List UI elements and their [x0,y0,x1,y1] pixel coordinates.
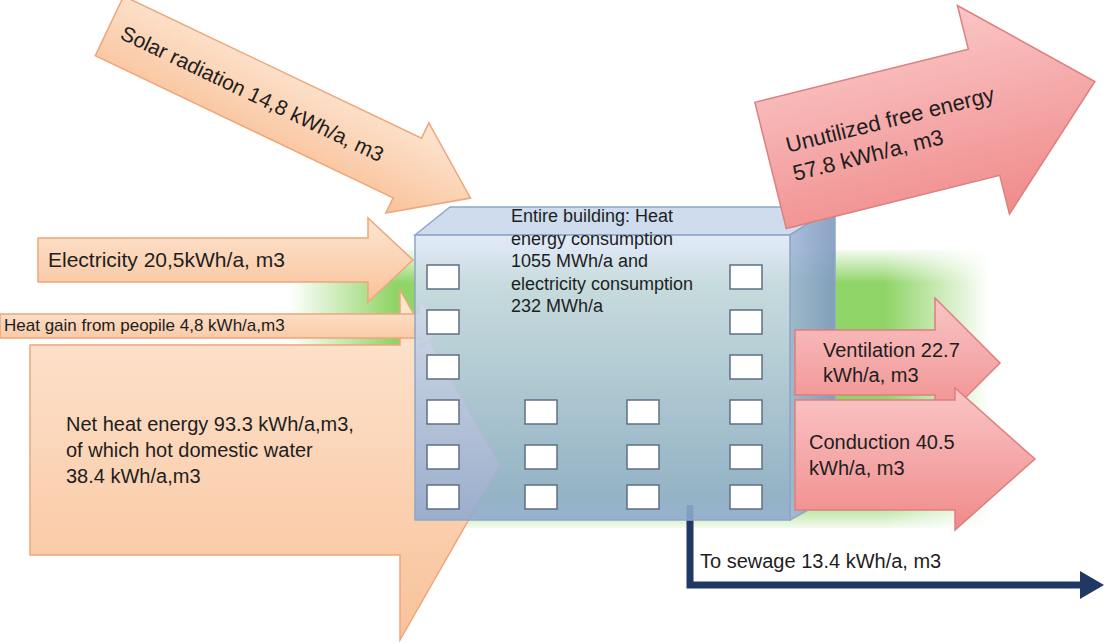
flow-label: To sewage 13.4 kWh/a, m3 [700,550,941,573]
flow-text: Electricity 20,5kWh/a, m3 [48,247,368,272]
window [427,355,459,379]
text-area: Ventilation 22.7 kWh/a, m3 [823,330,973,395]
text-area: Solar radiation 14,8 kWh/a, m3 [108,2,425,199]
window [525,485,557,509]
text-area: Heat gain from peopile 4,8 kWh/a,m3 [4,314,420,338]
input-arrow: Electricity 20,5kWh/a, m3 [38,218,413,302]
flow-text: Conduction 40.5 kWh/a, m3 [809,429,961,481]
arrow-outline [88,0,492,243]
flow-text: Net heat energy 93.3 kWh/a,m3, of which … [66,411,356,489]
window [525,400,557,424]
window [427,265,459,289]
window [427,485,459,509]
output-arrow: Unutilized free energy 57.8 kWh/a, m3 [744,0,1110,267]
flow-text: Ventilation 22.7 kWh/a, m3 [823,338,973,388]
arrow-outline [38,218,413,302]
window [627,485,659,509]
text-area: Electricity 20,5kWh/a, m3 [48,238,368,282]
arrow-outline [744,0,1110,267]
output-arrow: Conduction 40.5 kWh/a, m3 [795,388,1035,530]
window [427,310,459,334]
text-area: Conduction 40.5 kWh/a, m3 [809,410,961,500]
input-arrow: Heat gain from peopile 4,8 kWh/a,m3 [0,303,445,349]
window [730,355,762,379]
window [730,485,762,509]
window [730,310,762,334]
flow-text: Entire building: Heat energy consumption… [511,205,711,318]
window [525,445,557,469]
flow-text: Heat gain from peopile 4,8 kWh/a,m3 [4,316,420,336]
window [427,400,459,424]
window [627,400,659,424]
input-arrow: Solar radiation 14,8 kWh/a, m3 [88,0,492,243]
text-area: Net heat energy 93.3 kWh/a,m3, of which … [66,352,356,548]
flow-text: Solar radiation 14,8 kWh/a, m3 [117,21,417,181]
arrow-outline [795,388,1035,530]
window [627,445,659,469]
window [730,265,762,289]
arrow-outline [0,303,445,349]
window [730,400,762,424]
text-area: Entire building: Heat energy consumption… [511,205,711,370]
building: Entire building: Heat energy consumption… [405,195,845,530]
sewage-arrowhead [1080,571,1104,599]
window [730,445,762,469]
window [427,445,459,469]
